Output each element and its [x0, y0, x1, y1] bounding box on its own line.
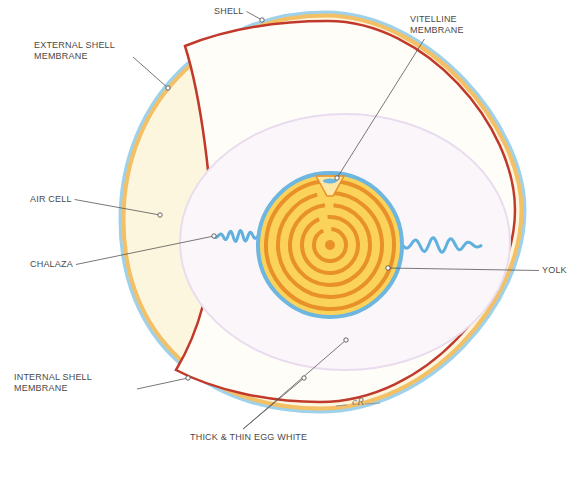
- leader-dot: [386, 266, 390, 270]
- shell-outline: [120, 12, 525, 412]
- leader-line: [337, 39, 424, 178]
- leader-line: [243, 340, 346, 429]
- part-label: INTERNAL SHELL MEMBRANE: [14, 372, 134, 394]
- leader-dot: [158, 213, 162, 217]
- part-label: VITELLINE MEMBRANE: [410, 14, 482, 36]
- leader-dot: [344, 338, 348, 342]
- yolk-centre: [325, 240, 335, 250]
- yolk-ring: [261, 176, 400, 315]
- external-membrane: [120, 12, 525, 412]
- thick-egg-white: [180, 114, 510, 370]
- part-label: AIR CELL: [30, 194, 72, 205]
- leader-dot: [166, 86, 170, 90]
- chalaza-cord: [402, 238, 482, 253]
- part-label: EXTERNAL SHELL MEMBRANE: [34, 40, 130, 62]
- leader-line: [137, 378, 188, 389]
- leader-dot: [302, 376, 306, 380]
- yolk-ring: [287, 202, 374, 289]
- latebra: [316, 176, 344, 196]
- leader-dot: [212, 234, 216, 238]
- leader-line: [388, 268, 539, 271]
- part-label: YOLK: [542, 265, 567, 276]
- chalaza-cord: [213, 230, 258, 241]
- internal-membrane: [176, 21, 515, 402]
- leader-dot: [335, 176, 339, 180]
- part-label: SHELL: [214, 6, 244, 17]
- part-label: CHALAZA: [30, 259, 73, 270]
- leader-line: [76, 236, 214, 265]
- leader-line: [75, 200, 160, 216]
- yolk-ring: [313, 228, 348, 263]
- yolk-ring: [300, 215, 361, 276]
- yolk-ring: [274, 189, 387, 302]
- leader-dot: [260, 18, 264, 22]
- signature: cR: [352, 397, 364, 408]
- leader-dot: [186, 376, 190, 380]
- part-label: THICK & THIN EGG WHITE: [190, 432, 308, 443]
- yolk: [258, 173, 402, 317]
- leader-line: [133, 57, 168, 88]
- egg-body: [120, 12, 525, 412]
